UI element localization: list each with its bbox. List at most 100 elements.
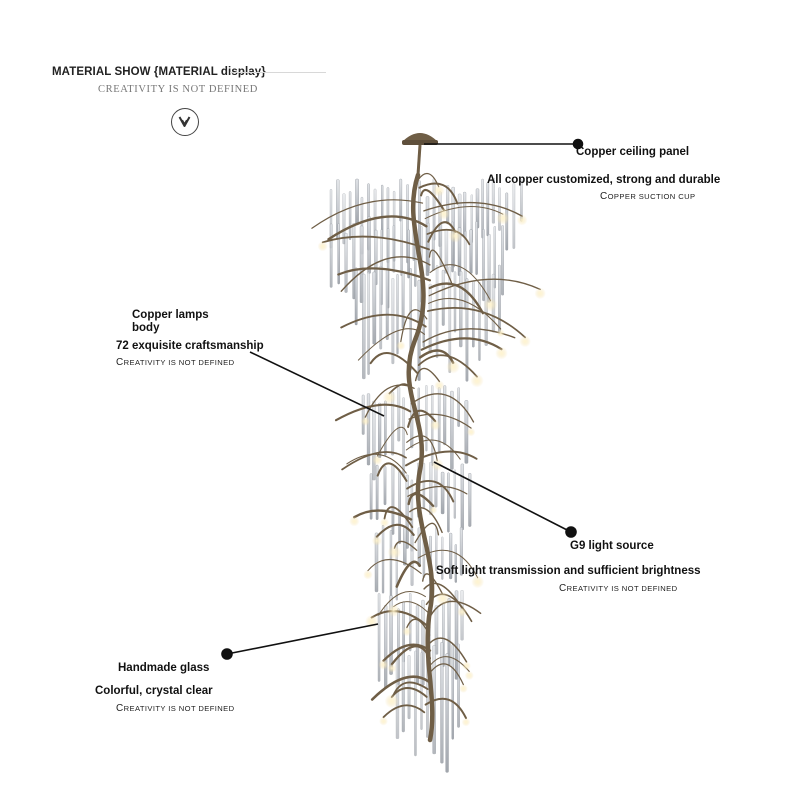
g9-bulb	[396, 341, 406, 351]
copper-branch	[367, 558, 422, 574]
glass-rod	[420, 652, 423, 731]
glass-rod	[444, 229, 449, 274]
glass-rod	[403, 527, 407, 566]
g9-bulb	[471, 575, 485, 589]
copper-branch	[409, 507, 443, 534]
glass-rod	[367, 216, 371, 274]
g9-bulb	[371, 535, 382, 546]
g9-bulb	[378, 659, 389, 670]
g9-bulb	[430, 458, 444, 472]
ceiling-panel-desc: All copper customized, strong and durabl…	[487, 174, 721, 186]
glass-rod	[401, 652, 405, 733]
glass-desc: Colorful, crystal clear	[95, 685, 213, 697]
glass-rod	[398, 471, 401, 545]
light-source-desc: Soft light transmission and sufficient b…	[436, 565, 701, 577]
glass-rod	[469, 229, 473, 274]
copper-branch	[407, 409, 437, 428]
g9-bulb	[461, 717, 471, 727]
copper-branch	[395, 560, 421, 588]
glass-leader-line	[226, 623, 379, 655]
copper-branch	[390, 645, 432, 666]
glass-rod	[348, 191, 352, 240]
glass-rod	[428, 283, 432, 354]
lamp-body-desc: 72 exquisite craftsmanship	[116, 340, 264, 352]
g9-bulb	[470, 374, 484, 388]
g9-bulb	[429, 419, 441, 431]
glass-rod	[344, 232, 348, 293]
copper-branch	[357, 328, 425, 361]
copper-branch	[369, 352, 419, 374]
copper-branch	[407, 492, 435, 508]
glass-rod	[405, 474, 409, 549]
glass-rod	[400, 215, 403, 276]
g9-bulb	[464, 671, 474, 680]
copper-branch	[420, 337, 503, 351]
glass-rod	[407, 229, 410, 279]
glass-rod	[422, 462, 426, 509]
glass-rod	[354, 267, 358, 326]
copper-branch	[370, 675, 430, 701]
glass-rod	[379, 265, 383, 350]
glass-rod	[391, 278, 395, 365]
glass-rod	[441, 536, 444, 580]
glass-rod	[453, 469, 456, 519]
glass-rod	[459, 527, 463, 576]
copper-branch	[311, 199, 424, 229]
glass-rod	[486, 182, 490, 237]
glass-rod	[475, 221, 478, 275]
copper-branch	[423, 201, 523, 217]
page-title: MATERIAL SHOW {MATERIAL display}	[52, 66, 266, 78]
title-divider	[230, 72, 326, 73]
g9-bulb	[462, 661, 471, 671]
g9-bulb	[495, 346, 508, 360]
g9-bulb	[459, 684, 468, 693]
copper-branch	[346, 453, 407, 474]
g9-bulb	[466, 427, 476, 437]
glass-rod	[410, 535, 414, 586]
glass-rod	[465, 278, 469, 382]
copper-branch	[370, 610, 431, 629]
page-subtitle: CREATIVITY IS NOT DEFINED	[98, 84, 258, 95]
glass-rod	[441, 269, 445, 326]
copper-branch	[383, 506, 414, 528]
copper-branch	[406, 480, 455, 503]
copper-branch	[376, 462, 408, 482]
glass-rod	[355, 178, 359, 226]
glass-rod	[459, 271, 463, 348]
copper-branch	[408, 413, 472, 429]
glass-rod	[457, 387, 460, 427]
copper-branch	[428, 249, 453, 284]
copper-branch	[418, 349, 455, 365]
glass-rod	[482, 228, 485, 302]
glass-rod	[384, 605, 388, 688]
g9-bulb	[363, 570, 373, 580]
copper-branch	[428, 278, 541, 297]
glass-rod	[383, 466, 387, 506]
g9-bulb	[519, 335, 531, 348]
glass-rod	[440, 642, 444, 764]
glass-rod	[329, 223, 333, 288]
glass-rod	[463, 191, 467, 238]
lamp-body-leader-line	[249, 351, 385, 417]
g9-bulb	[457, 607, 467, 617]
glass-rod	[468, 473, 472, 527]
copper-branch	[321, 235, 430, 251]
glass-rod	[372, 400, 376, 481]
g9-bulb	[379, 518, 390, 528]
lamp-body-title-line2: body	[132, 322, 160, 334]
ceiling-panel-note: Copper suction cup	[600, 191, 696, 202]
copper-branch	[414, 522, 440, 544]
glass-rod	[447, 472, 450, 533]
g9-bulb	[360, 416, 370, 426]
g9-bulb	[516, 214, 528, 226]
copper-branch	[428, 282, 485, 315]
copper-branch	[426, 307, 526, 339]
glass-rod	[501, 225, 504, 296]
glass-rod	[352, 223, 356, 300]
copper-branch	[406, 618, 431, 636]
g9-bulb	[496, 329, 505, 337]
chevron-down-icon[interactable]	[171, 108, 199, 136]
ceiling-leader-dot	[572, 138, 584, 150]
copper-branch	[327, 215, 428, 241]
